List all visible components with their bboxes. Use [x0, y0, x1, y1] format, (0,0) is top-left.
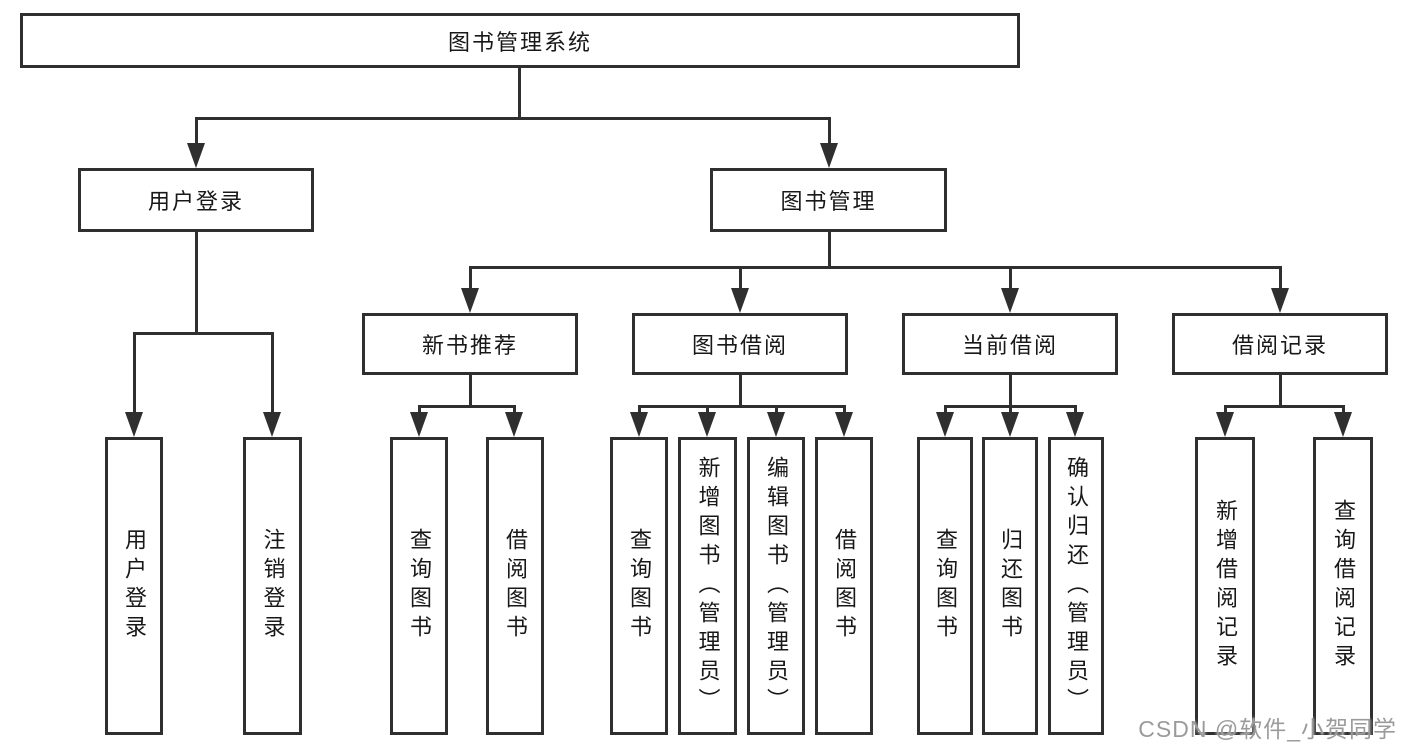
connector-to-book-borrow [739, 266, 742, 290]
arrowhead-record-1 [1216, 412, 1234, 437]
arrowhead-to-new-book [461, 288, 479, 313]
connector-record-stem [1279, 375, 1282, 407]
leaf-newbook-query-label: 查询图书 [407, 528, 432, 644]
connector-borrow-2 [706, 405, 709, 415]
connector-newbook-1 [418, 405, 421, 415]
node-user-login: 用户登录 [78, 168, 314, 232]
connector-login-stem [195, 232, 198, 335]
connector-borrow-stem [739, 375, 742, 407]
leaf-borrow-add-book-label: 新增图书（管理员） [695, 455, 721, 717]
leaf-borrow-book-label: 借阅图书 [832, 528, 857, 644]
connector-newbook-stem [469, 375, 472, 407]
leaf-newbook-borrow: 借阅图书 [486, 437, 544, 735]
arrowhead-newbook-1 [410, 412, 428, 437]
node-root: 图书管理系统 [20, 13, 1020, 68]
connector-borrow-4 [843, 405, 846, 415]
arrowhead-to-book-mgmt [820, 143, 838, 168]
connector-current-1 [944, 405, 947, 415]
connector-mgmt-rail [469, 266, 1282, 269]
node-borrow-record: 借阅记录 [1172, 313, 1388, 375]
arrowhead-to-leaf-logout [263, 412, 281, 437]
connector-current-2 [1009, 405, 1012, 415]
leaf-current-query-label: 查询图书 [933, 528, 958, 644]
node-new-book-recommend-label: 新书推荐 [421, 333, 518, 358]
arrowhead-record-2 [1334, 412, 1352, 437]
leaf-confirm-return: 确认归还（管理员） [1048, 437, 1104, 735]
connector-record-1 [1224, 405, 1227, 415]
leaf-query-borrow-record: 查询借阅记录 [1313, 437, 1373, 735]
node-book-borrow-label: 图书借阅 [691, 333, 788, 358]
connector-login-rail [133, 332, 273, 335]
arrowhead-borrow-4 [835, 412, 853, 437]
connector-newbook-2 [513, 405, 516, 415]
arrowhead-newbook-2 [505, 412, 523, 437]
arrowhead-to-borrow-record [1271, 288, 1289, 313]
leaf-user-login: 用户登录 [105, 437, 163, 735]
connector-record-rail [1224, 405, 1344, 408]
connector-borrow-3 [775, 405, 778, 415]
leaf-add-borrow-record-label: 新增借阅记录 [1213, 499, 1238, 673]
arrowhead-borrow-2 [698, 412, 716, 437]
leaf-current-query: 查询图书 [917, 437, 973, 735]
node-user-login-label: 用户登录 [147, 189, 244, 214]
node-current-borrow: 当前借阅 [902, 313, 1118, 375]
connector-root-stem [518, 66, 521, 119]
connector-borrow-1 [638, 405, 641, 415]
arrowhead-current-2 [1001, 412, 1019, 437]
leaf-return-book-label: 归还图书 [998, 528, 1023, 644]
connector-to-user-login [195, 117, 198, 145]
node-book-management-label: 图书管理 [780, 189, 877, 214]
leaf-confirm-return-label: 确认归还（管理员） [1064, 455, 1089, 717]
leaf-borrow-query-label: 查询图书 [627, 528, 652, 644]
leaf-logout-label: 注销登录 [260, 528, 286, 644]
leaf-borrow-query: 查询图书 [610, 437, 668, 735]
leaf-borrow-edit-book-label: 编辑图书（管理员） [764, 455, 789, 717]
arrowhead-current-3 [1066, 412, 1084, 437]
connector-current-stem [1009, 375, 1012, 407]
node-new-book-recommend: 新书推荐 [362, 313, 578, 375]
arrowhead-current-1 [936, 412, 954, 437]
node-borrow-record-label: 借阅记录 [1231, 333, 1328, 358]
leaf-add-borrow-record: 新增借阅记录 [1195, 437, 1255, 735]
connector-to-borrow-record [1279, 266, 1282, 290]
connector-record-2 [1342, 405, 1345, 415]
node-book-borrow: 图书借阅 [632, 313, 848, 375]
csdn-watermark: CSDN @软件_小贺同学 [1138, 716, 1397, 742]
connector-to-leaf-logout [271, 332, 274, 414]
connector-newbook-rail [418, 405, 516, 408]
node-root-label: 图书管理系统 [447, 29, 592, 55]
leaf-query-borrow-record-label: 查询借阅记录 [1331, 499, 1356, 673]
node-book-management: 图书管理 [710, 168, 947, 232]
connector-to-leaf-login [133, 332, 136, 414]
leaf-user-login-label: 用户登录 [122, 528, 147, 644]
connector-to-current-borrow [1009, 266, 1012, 290]
arrowhead-to-leaf-login [125, 412, 143, 437]
leaf-borrow-edit-book: 编辑图书（管理员） [747, 437, 805, 735]
arrowhead-borrow-3 [767, 412, 785, 437]
leaf-return-book: 归还图书 [982, 437, 1038, 735]
connector-to-book-mgmt [828, 117, 831, 145]
arrowhead-to-current-borrow [1001, 288, 1019, 313]
arrowhead-to-book-borrow [731, 288, 749, 313]
connector-to-new-book [469, 266, 472, 290]
arrowhead-to-user-login [187, 143, 205, 168]
node-current-borrow-label: 当前借阅 [961, 333, 1058, 358]
leaf-newbook-borrow-label: 借阅图书 [503, 528, 528, 644]
leaf-logout: 注销登录 [243, 437, 302, 735]
connector-root-rail [195, 117, 831, 120]
connector-mgmt-stem [828, 232, 831, 269]
arrowhead-borrow-1 [630, 412, 648, 437]
connector-current-3 [1074, 405, 1077, 415]
leaf-borrow-add-book: 新增图书（管理员） [678, 437, 737, 735]
connector-borrow-rail [638, 405, 845, 408]
leaf-borrow-book: 借阅图书 [815, 437, 873, 735]
leaf-newbook-query: 查询图书 [390, 437, 448, 735]
